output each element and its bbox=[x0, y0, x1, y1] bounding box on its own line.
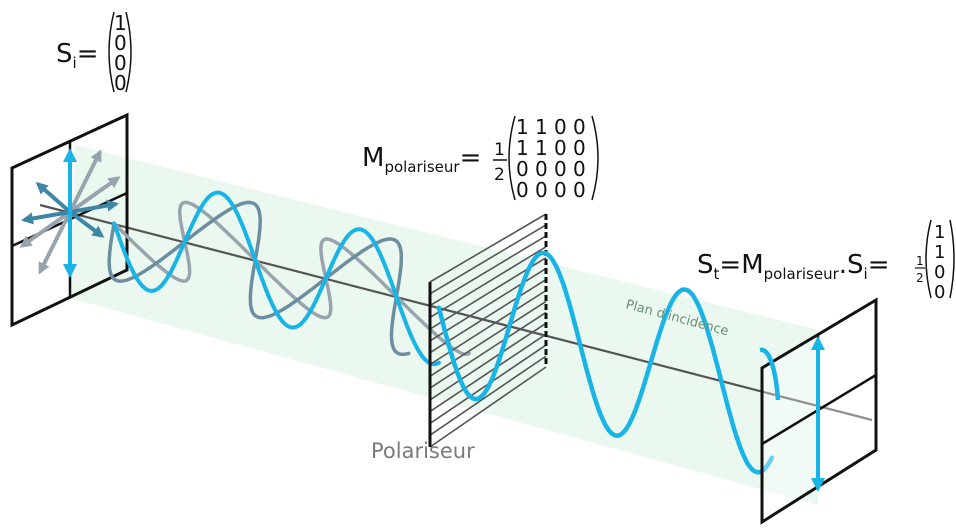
svg-text:Si=: Si= bbox=[56, 39, 98, 72]
m-frac-den: 2 bbox=[494, 165, 505, 185]
m-r3c2: 0 bbox=[554, 178, 567, 202]
svg-text:St=Mpolariseur.Si=: St=Mpolariseur.Si= bbox=[697, 250, 890, 283]
polarizer-slit bbox=[429, 267, 547, 342]
polarized-wave bbox=[436, 250, 775, 475]
st-eq: = bbox=[719, 250, 741, 280]
polarizer-slit bbox=[429, 300, 547, 377]
m-eq: = bbox=[460, 143, 482, 173]
m-r2c3: 0 bbox=[573, 157, 586, 181]
m-base: M bbox=[362, 143, 384, 173]
m-r1c0: 1 bbox=[516, 136, 529, 160]
m-r2c2: 0 bbox=[554, 157, 567, 181]
si-eq: = bbox=[77, 39, 99, 69]
m-r1c3: 0 bbox=[573, 136, 586, 160]
st-s-base: S bbox=[847, 250, 864, 280]
m-r2c0: 0 bbox=[516, 157, 529, 181]
m-frac-num: 1 bbox=[494, 140, 505, 160]
polarizer-matrix-equation: Mpolariseur= 1 2 1 1 0 0 1 1 0 0 0 0 0 0… bbox=[362, 115, 599, 202]
m-r0c0: 1 bbox=[516, 115, 529, 139]
m-r0c2: 0 bbox=[554, 115, 567, 139]
svg-text:Mpolariseur=: Mpolariseur= bbox=[362, 143, 481, 176]
m-r1c1: 1 bbox=[535, 136, 548, 160]
si-vector-3: 0 bbox=[114, 71, 127, 95]
polarizer-slit bbox=[429, 213, 547, 283]
si-vector-2: 0 bbox=[114, 51, 127, 75]
m-r3c1: 0 bbox=[535, 178, 548, 202]
polarizer-slit bbox=[429, 224, 547, 295]
polarizer-slit bbox=[429, 246, 547, 319]
st-vector-2: 0 bbox=[934, 262, 945, 283]
m-r3c0: 0 bbox=[516, 178, 529, 202]
st-frac-num: 1 bbox=[916, 254, 924, 268]
st-vector-0: 1 bbox=[934, 222, 945, 243]
st-dot: . bbox=[839, 250, 847, 280]
si-base: S bbox=[56, 39, 73, 69]
polarizer-slit bbox=[429, 235, 547, 307]
m-sub: polariseur bbox=[384, 158, 460, 176]
polarizer-slit bbox=[429, 333, 547, 413]
wave-diag-grey bbox=[112, 200, 471, 357]
si-vector-1: 0 bbox=[114, 31, 127, 55]
polarizer-slit bbox=[429, 322, 547, 401]
unpolarized-arrows bbox=[19, 148, 121, 278]
polarizer-slit bbox=[429, 311, 547, 389]
st-vector-1: 1 bbox=[934, 242, 945, 263]
polarizer-slit bbox=[429, 366, 547, 448]
si-vector-0: 1 bbox=[114, 11, 127, 35]
st-eq2: = bbox=[868, 250, 890, 280]
st-sub: t bbox=[714, 265, 720, 283]
m-r3c3: 0 bbox=[573, 178, 586, 202]
si-sub: i bbox=[73, 54, 77, 72]
si-equation: Si= 1 0 0 0 bbox=[56, 11, 132, 95]
wave-vertical-blue bbox=[112, 190, 441, 367]
m-r2c1: 0 bbox=[535, 157, 548, 181]
polarizer-slit bbox=[429, 355, 547, 436]
wave-diag-steel bbox=[107, 200, 411, 357]
polarizer-label: Polariseur bbox=[371, 439, 475, 463]
st-frac-den: 2 bbox=[916, 271, 924, 285]
unpolarized-waves bbox=[107, 190, 471, 367]
st-base: S bbox=[697, 250, 714, 280]
wave-tail bbox=[759, 347, 781, 401]
st-m-base: M bbox=[741, 250, 763, 280]
m-r0c3: 0 bbox=[573, 115, 586, 139]
st-equation: St=Mpolariseur.Si= 1 2 1 1 0 0 bbox=[697, 219, 955, 303]
st-m-sub: polariseur bbox=[764, 265, 840, 283]
m-r0c1: 1 bbox=[535, 115, 548, 139]
st-vector-3: 0 bbox=[934, 282, 945, 303]
m-r1c2: 0 bbox=[554, 136, 567, 160]
st-s-sub: i bbox=[864, 265, 868, 283]
